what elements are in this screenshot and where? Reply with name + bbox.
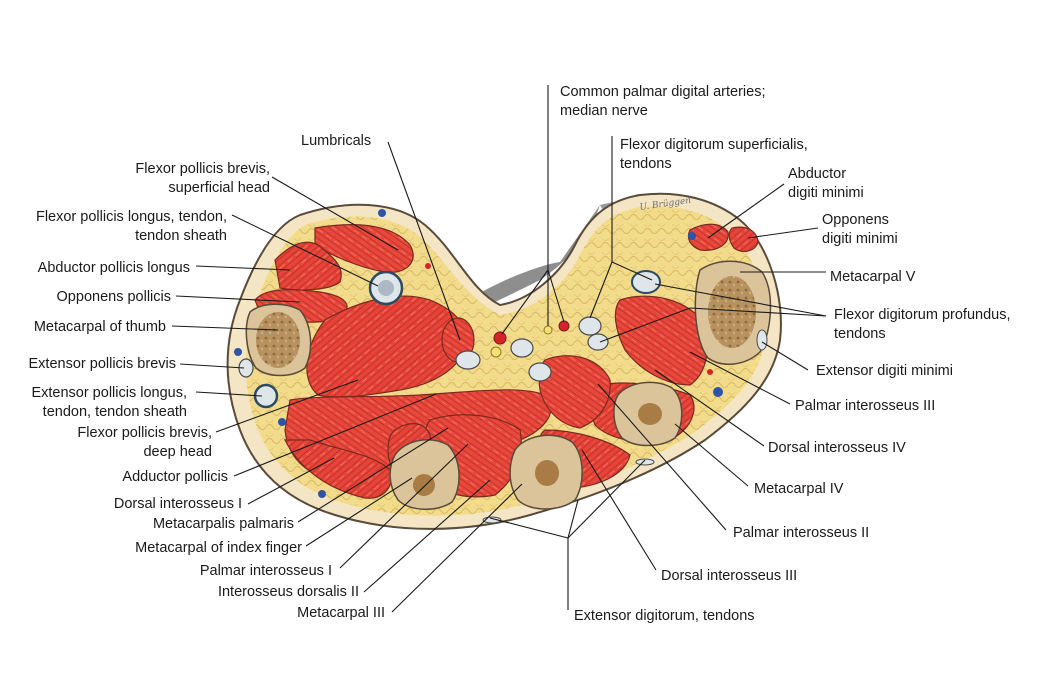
- label-metacarpal-v: Metacarpal V: [830, 269, 916, 285]
- label-flexor-digitorum-profundus: Flexor digitorum profundus,tendons: [834, 307, 1011, 342]
- label-flexor-digitorum-superficialis: Flexor digitorum superficialis,tendons: [620, 137, 808, 172]
- fds-tendon-1: [455, 350, 481, 370]
- metacarpal-v-marrow: [708, 276, 756, 348]
- fds-tendon-2: [510, 338, 534, 358]
- fdp-tendon-1: [587, 333, 609, 351]
- extensor-digitorum-tendon-2: [635, 458, 655, 466]
- label-palmar-interosseus-ii: Palmar interosseus II: [733, 525, 870, 541]
- label-metacarpal-iii: Metacarpal III: [297, 605, 385, 621]
- metacarpal-of-thumb-marrow: [256, 312, 300, 368]
- label-dorsal-interosseus-i: Dorsal interosseus I: [113, 496, 242, 512]
- label-flexor-pollicis-longus: Flexor pollicis longus, tendon,tendon sh…: [35, 209, 227, 244]
- vein-1: [378, 209, 386, 217]
- artery-4: [707, 369, 713, 375]
- metacarpal-index-marrow: [413, 474, 435, 496]
- extensor-digiti-minimi-tendon: [756, 329, 768, 351]
- leader-lines: [171, 85, 827, 613]
- opponens-digiti-minimi: [728, 226, 759, 252]
- median-nerve-1: [490, 346, 502, 358]
- label-abductor-pollicis-longus: Abductor pollicis longus: [37, 260, 190, 276]
- label-adductor-pollicis: Adductor pollicis: [122, 469, 228, 485]
- label-metacarpal-of-thumb: Metacarpal of thumb: [33, 319, 166, 335]
- vein-5: [318, 490, 326, 498]
- label-metacarpal-iv: Metacarpal IV: [754, 481, 844, 497]
- label-metacarpal-of-index-finger: Metacarpal of index finger: [135, 540, 302, 556]
- label-lumbricals: Lumbricals: [301, 133, 372, 149]
- palm-fold-shadow: [468, 205, 600, 312]
- artery-1: [493, 331, 507, 345]
- label-palmar-interosseus-iii: Palmar interosseus III: [795, 398, 936, 414]
- vein-6: [713, 387, 723, 397]
- label-metacarpalis-palmaris: Metacarpalis palmaris: [152, 516, 294, 532]
- label-dorsal-interosseus-iv: Dorsal interosseus IV: [768, 440, 906, 456]
- label-flexor-pollicis-brevis-deep: Flexor pollicis brevis,deep head: [77, 425, 212, 460]
- label-common-palmar-digital-arteries: Common palmar digital arteries;median ne…: [560, 84, 766, 119]
- metacarpal-iii-marrow: [535, 460, 559, 486]
- label-palmar-interosseus-i: Palmar interosseus I: [199, 563, 332, 579]
- flexor-pollicis-longus-core: [378, 280, 394, 296]
- label-dorsal-interosseus-iii: Dorsal interosseus III: [661, 568, 798, 584]
- metacarpal-iv-marrow: [638, 403, 662, 425]
- label-extensor-pollicis-longus: Extensor pollicis longus,tendon, tendon …: [31, 385, 187, 420]
- flexor-pollicis-brevis-superficial: [314, 224, 414, 273]
- artery-3: [425, 263, 431, 269]
- vein-2: [688, 232, 696, 240]
- dorsal-interosseus-i: [284, 439, 392, 499]
- median-nerve-2: [543, 325, 553, 335]
- vein-4: [278, 418, 286, 426]
- fdp-tendon-2: [631, 270, 661, 294]
- vein-3: [234, 348, 242, 356]
- label-extensor-digiti-minimi: Extensor digiti minimi: [816, 363, 953, 379]
- label-interosseus-dorsalis-ii: Interosseus dorsalis II: [217, 584, 359, 600]
- fds-tendon-3: [528, 362, 552, 382]
- label-extensor-digitorum-tendons: Extensor digitorum, tendons: [574, 608, 755, 624]
- label-flexor-pollicis-brevis-superficial: Flexor pollicis brevis,superficial head: [135, 161, 270, 196]
- label-opponens-pollicis: Opponens pollicis: [56, 289, 171, 305]
- adductor-pollicis: [306, 295, 467, 398]
- fds-tendon-4: [578, 316, 602, 336]
- palmar-interosseus-iii: [614, 295, 709, 386]
- label-extensor-pollicis-brevis: Extensor pollicis brevis: [28, 356, 176, 372]
- artery-2: [558, 320, 570, 332]
